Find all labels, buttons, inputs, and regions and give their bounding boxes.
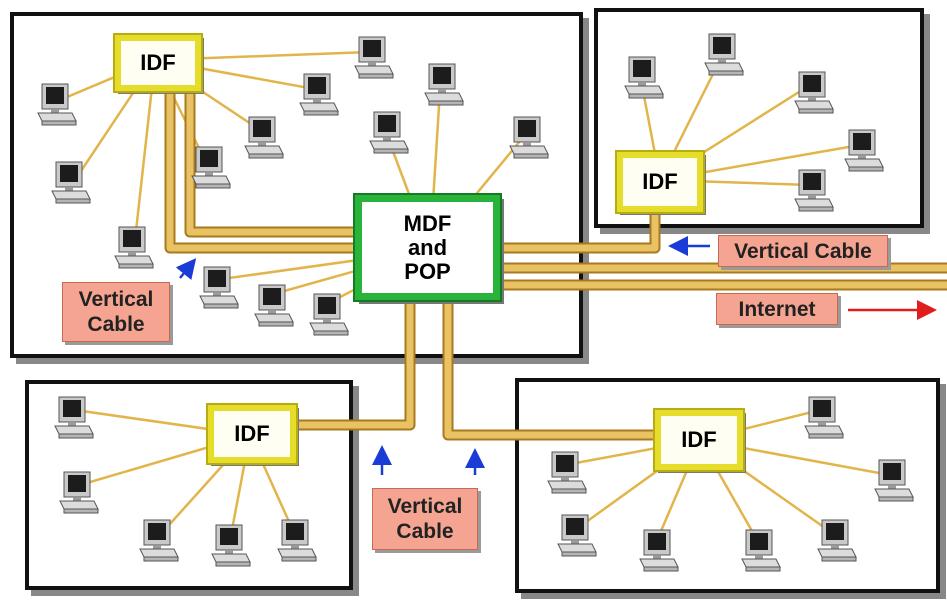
vertical-cable-tag-left: Vertical Cable <box>62 282 170 342</box>
computer-icon <box>211 524 251 567</box>
computer-icon <box>139 519 179 562</box>
computer-icon <box>199 266 239 309</box>
computer-icon <box>704 33 744 76</box>
idf-top-right: IDF <box>615 150 705 214</box>
computer-icon <box>54 396 94 439</box>
computer-icon <box>354 36 394 79</box>
computer-icon <box>114 226 154 269</box>
mdf-line-3: POP <box>404 258 451 284</box>
vertical-cable-tag-bottom: Vertical Cable <box>372 488 478 550</box>
computer-icon <box>741 529 781 572</box>
vertical-cable-tag-right: Vertical Cable <box>718 235 888 267</box>
computer-icon <box>59 471 99 514</box>
mdf-line-1: MDF <box>403 210 452 236</box>
computer-icon <box>424 63 464 106</box>
computer-icon <box>277 519 317 562</box>
computer-icon <box>244 116 284 159</box>
idf-top-left: IDF <box>113 33 203 93</box>
idf-bottom-left: IDF <box>206 403 298 465</box>
mdf-line-2: and <box>407 234 448 260</box>
tag-line-1: Vertical <box>387 495 463 518</box>
internet-tag: Internet <box>716 293 838 325</box>
tag-line-2: Cable <box>396 520 454 543</box>
computer-icon <box>804 396 844 439</box>
computer-icon <box>369 111 409 154</box>
arrows <box>175 236 937 475</box>
idf-bottom-right: IDF <box>653 408 745 472</box>
backbone-cables <box>164 90 947 441</box>
computer-icon <box>624 56 664 99</box>
computer-icon <box>557 514 597 557</box>
computer-icon <box>817 519 857 562</box>
room-bottom-right <box>515 378 940 593</box>
computer-icon <box>299 73 339 116</box>
tag-line-2: Cable <box>87 313 145 336</box>
computer-icon <box>874 459 914 502</box>
computer-icon <box>191 146 231 189</box>
computer-icon <box>844 129 884 172</box>
computer-icon <box>794 169 834 212</box>
mdf-pop: MDF and POP <box>353 193 502 302</box>
computer-icon <box>37 83 77 126</box>
computer-icon <box>509 116 549 159</box>
computer-icon <box>309 293 349 336</box>
computer-icon <box>547 451 587 494</box>
arrow-blue-icon <box>175 258 197 280</box>
computer-icon <box>639 529 679 572</box>
computer-icon <box>794 71 834 114</box>
tag-line-1: Vertical <box>78 288 154 311</box>
